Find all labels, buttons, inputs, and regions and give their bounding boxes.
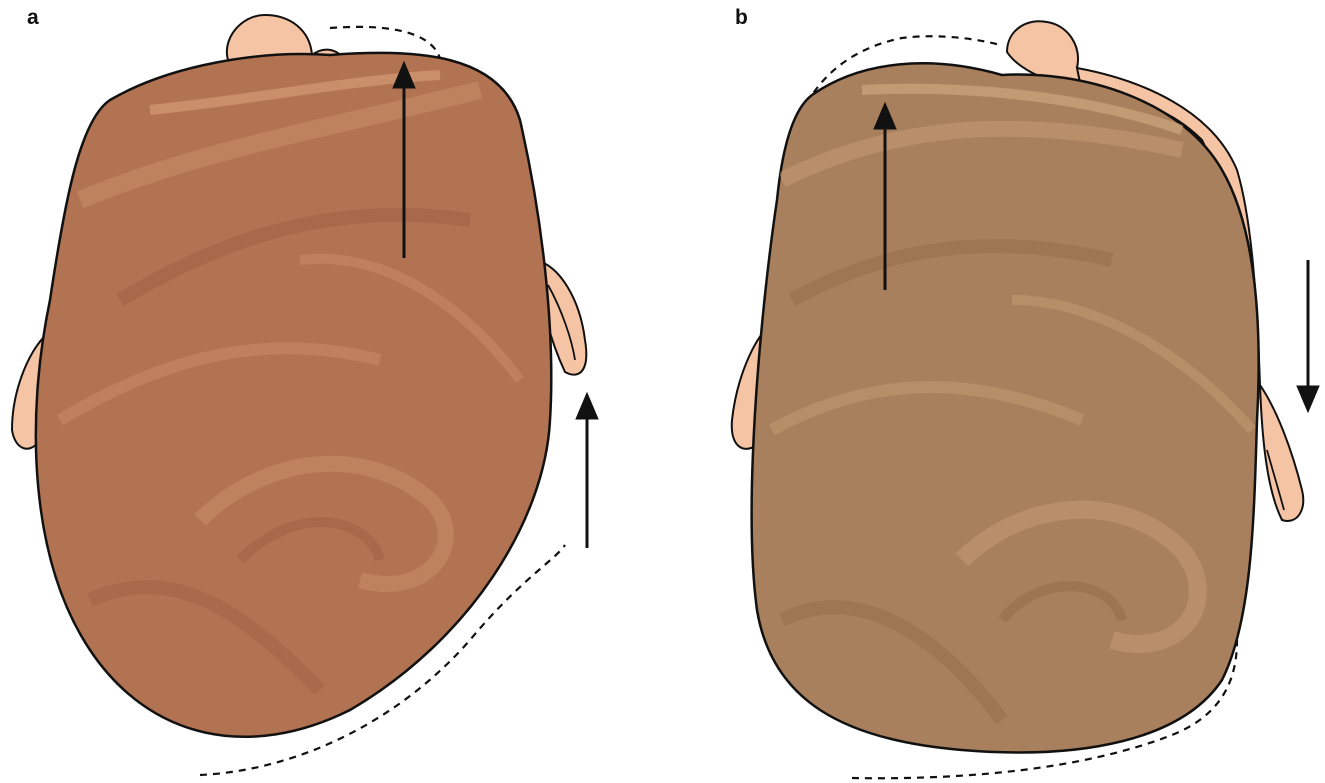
head-a-illustration [0, 0, 662, 783]
arrow-down-right-b [1297, 260, 1319, 412]
head-b-illustration [662, 0, 1325, 783]
panel-b: b [662, 0, 1325, 783]
panel-a: a [0, 0, 662, 783]
arrow-up-right-a [576, 393, 598, 548]
